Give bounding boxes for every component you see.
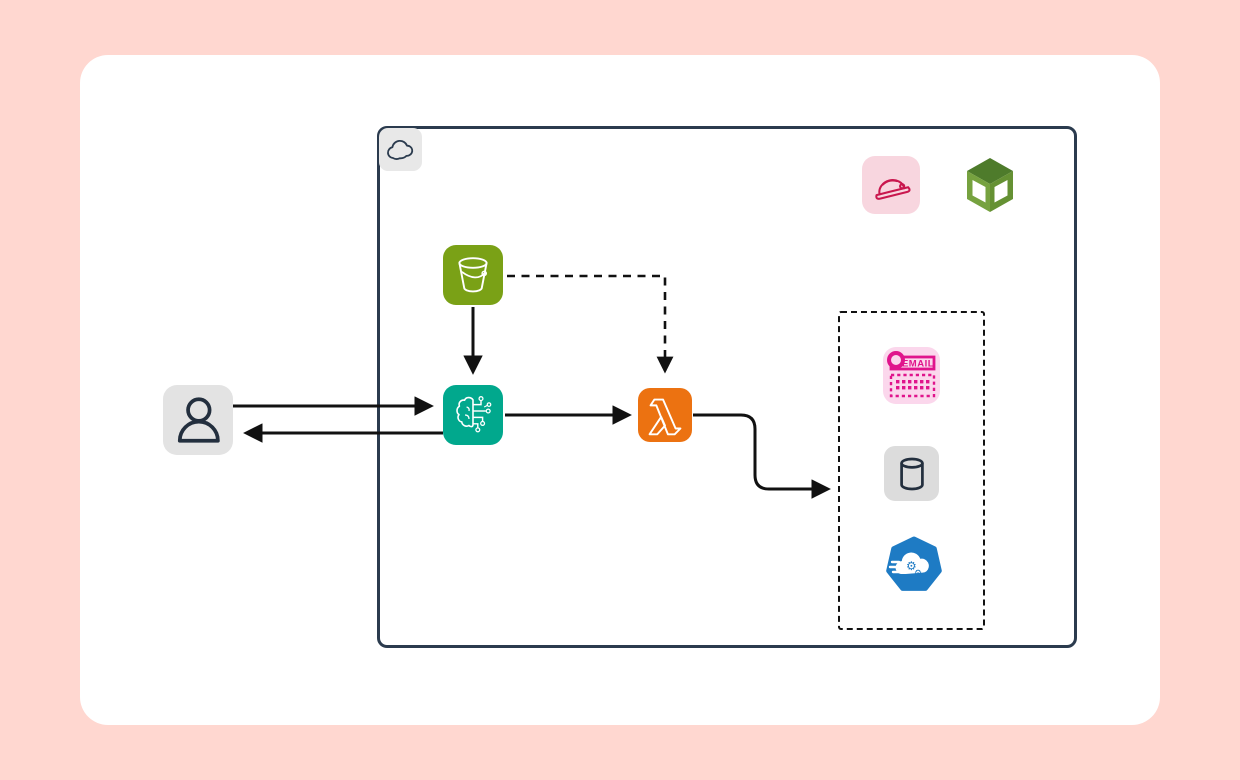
database-cylinder-icon (899, 457, 924, 490)
svg-text:⚙: ⚙ (914, 568, 922, 578)
email-template-icon: EMAIL (887, 351, 936, 398)
lambda-node (638, 388, 692, 442)
lambda-icon (648, 398, 682, 436)
red-hat-badge (862, 156, 920, 214)
output-group-box (838, 311, 985, 630)
email-label: EMAIL (902, 359, 934, 370)
cloud-automation-icon: ⚙ ⚙ (886, 536, 942, 591)
cloud-automation-node: ⚙ ⚙ (886, 536, 942, 594)
s3-bucket-icon (458, 257, 488, 293)
ai-brain-circuit-icon (456, 396, 492, 433)
ai-service-node (443, 385, 503, 445)
red-hat-helmet-icon (875, 179, 911, 200)
user-node (163, 385, 233, 455)
cloud-boundary-badge (379, 128, 422, 171)
green-cube-icon (967, 158, 1013, 212)
database-node (884, 446, 939, 501)
svg-text:⚙: ⚙ (906, 559, 917, 573)
cloud-icon (386, 139, 413, 160)
s3-bucket-node (443, 245, 503, 305)
green-cube-badge (962, 154, 1018, 216)
email-template-node: EMAIL (883, 347, 940, 404)
user-icon (177, 397, 220, 443)
